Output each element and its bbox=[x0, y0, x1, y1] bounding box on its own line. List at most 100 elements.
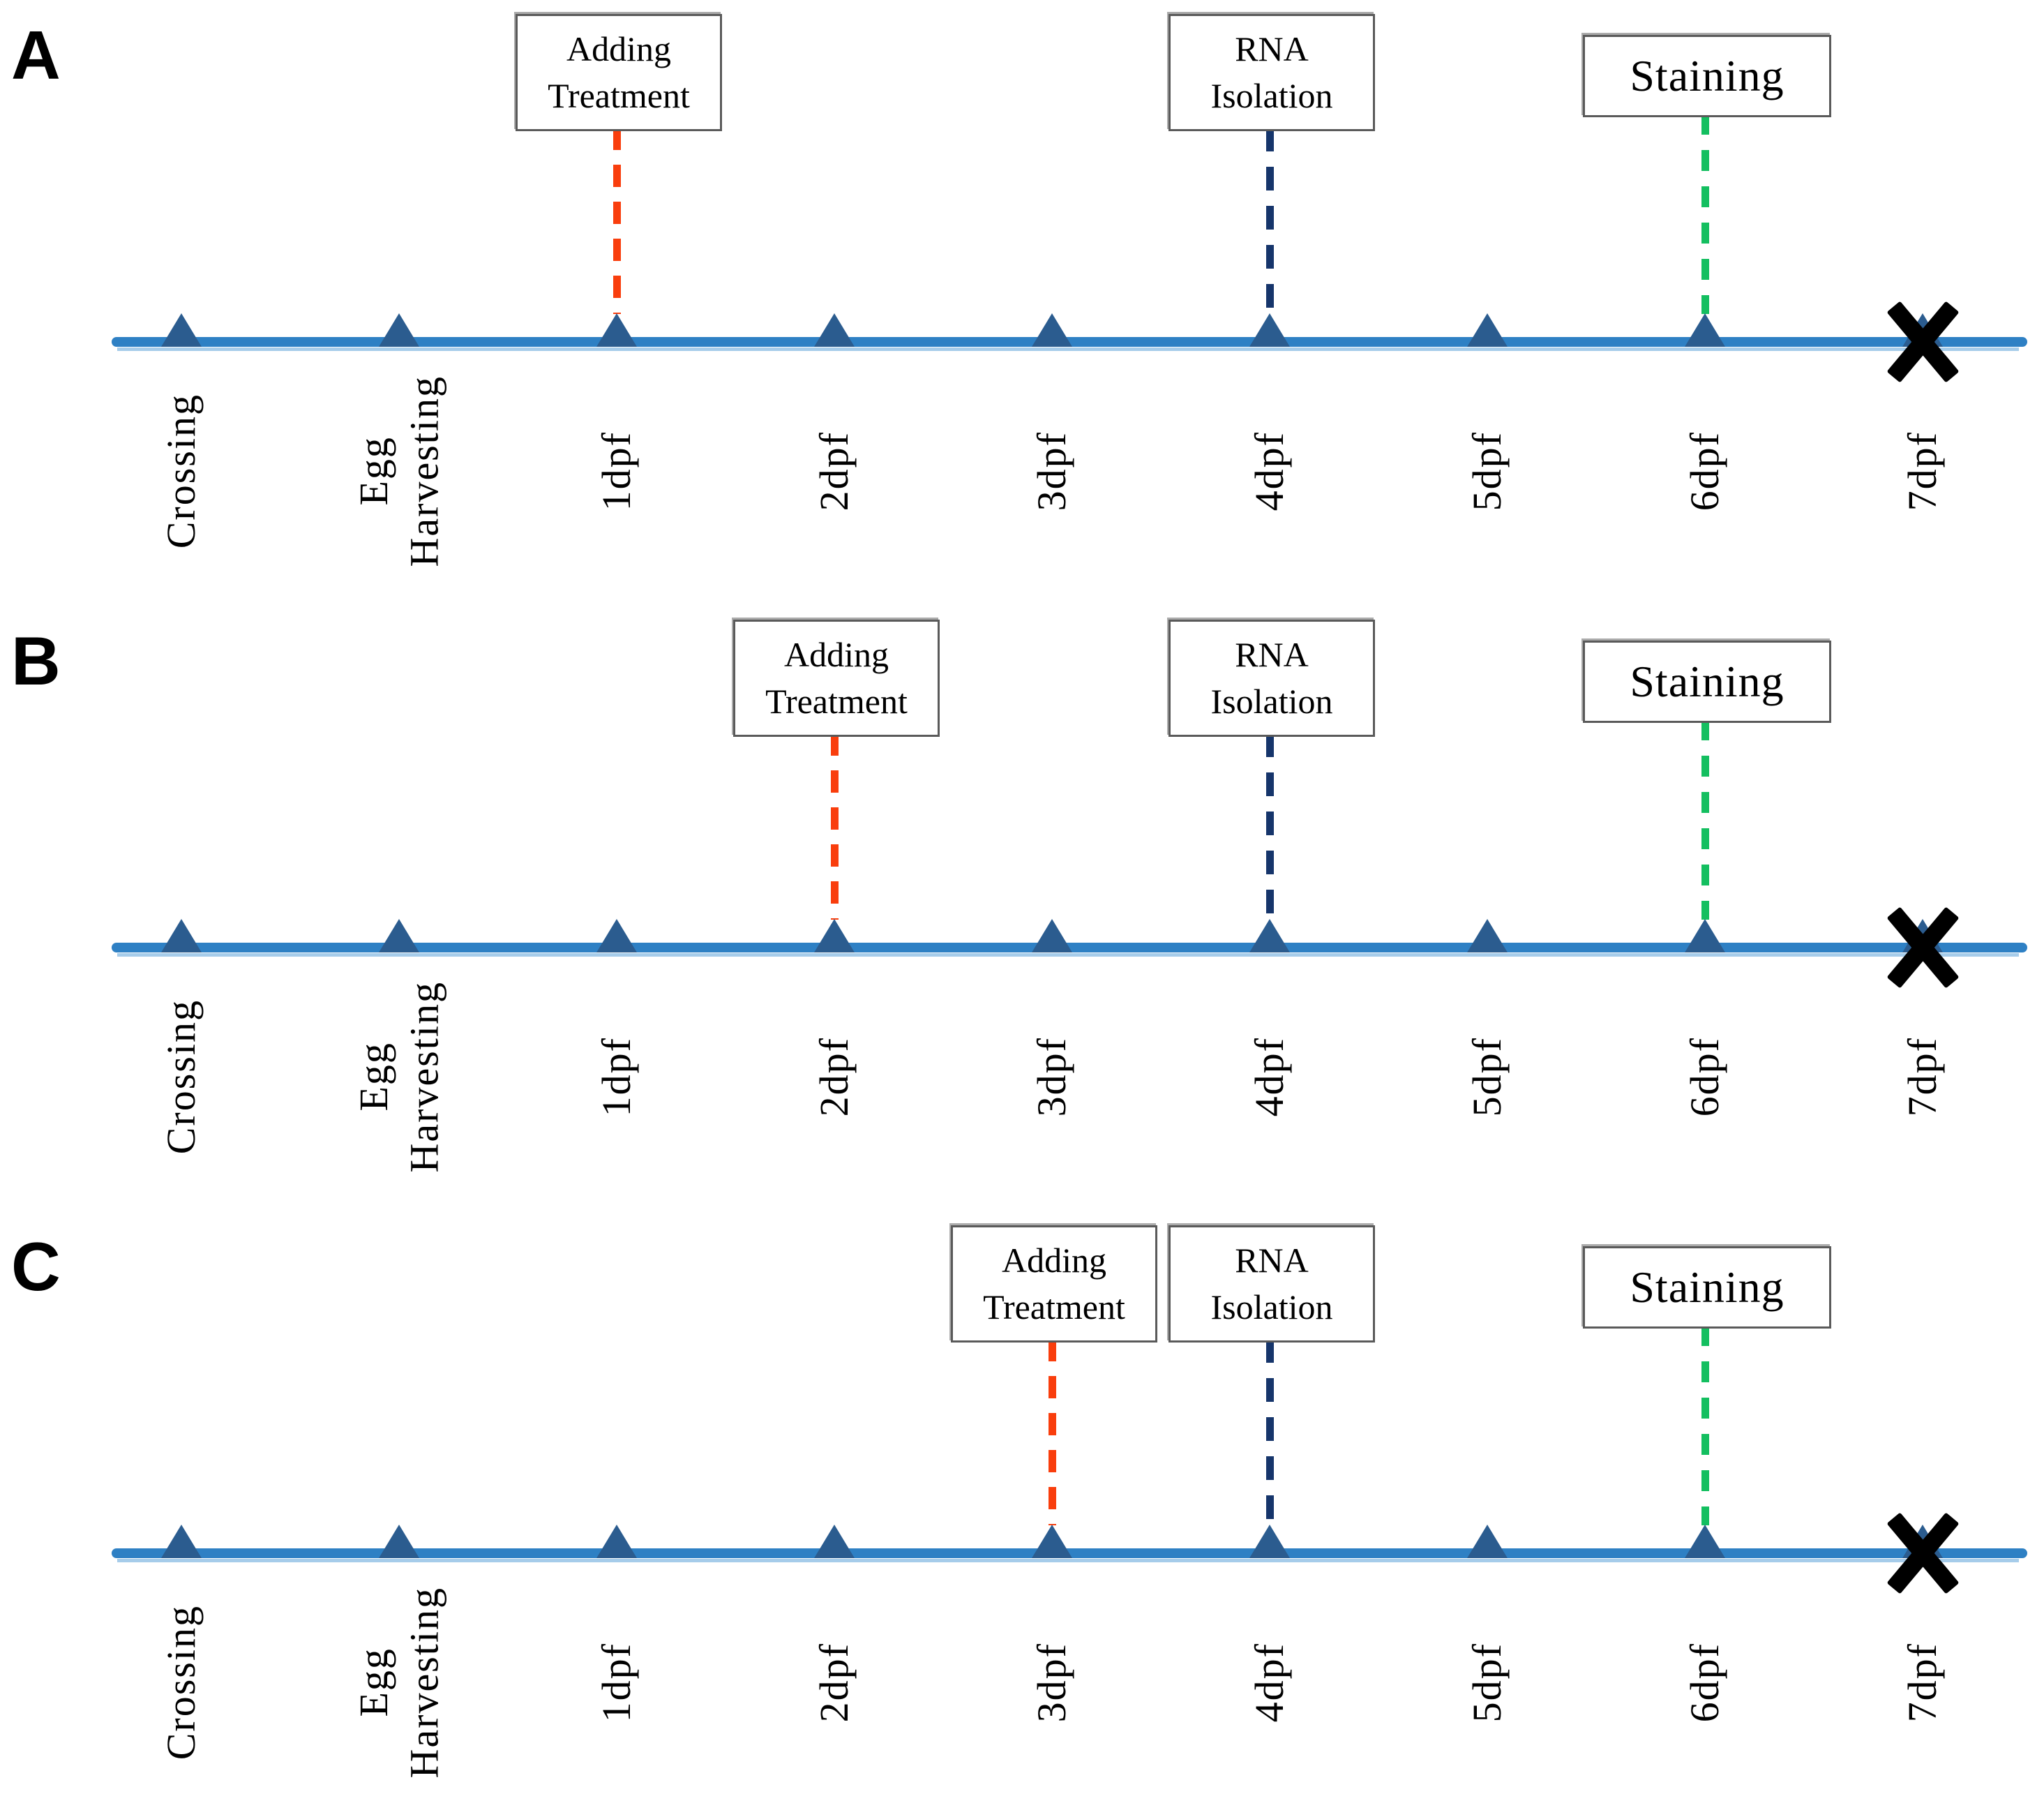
x-mark-icon bbox=[1881, 902, 1964, 994]
tick-label-text: 2dpf bbox=[811, 431, 857, 511]
tick-label-text: 6dpf bbox=[1681, 431, 1727, 511]
tick-marker-icon bbox=[379, 313, 419, 347]
x-mark-icon bbox=[1881, 296, 1964, 388]
tick-marker-icon bbox=[1467, 919, 1508, 952]
tick-label-text: 3dpf bbox=[1028, 1036, 1074, 1117]
tick-marker-icon bbox=[161, 919, 202, 952]
rna-isolation-box: RNA Isolation bbox=[1168, 620, 1375, 737]
adding-treatment-dash-line bbox=[1049, 1339, 1056, 1525]
tick-label-text: 5dpf bbox=[1464, 1036, 1510, 1117]
tick-label-3dpf: 3dpf bbox=[968, 356, 1136, 586]
tick-marker-icon bbox=[596, 1525, 637, 1558]
tick-label-5dpf: 5dpf bbox=[1404, 1567, 1571, 1797]
tick-label-5dpf: 5dpf bbox=[1404, 962, 1571, 1192]
tick-marker-icon bbox=[379, 1525, 419, 1558]
tick-label-text: Crossing bbox=[158, 393, 204, 549]
adding-treatment-label: Adding Treatment bbox=[983, 1240, 1125, 1327]
tick-marker-icon bbox=[379, 919, 419, 952]
tick-marker-icon bbox=[1032, 1525, 1072, 1558]
rna-isolation-label: RNA Isolation bbox=[1210, 634, 1333, 721]
tick-marker-icon bbox=[1249, 1525, 1290, 1558]
staining-box: Staining bbox=[1583, 641, 1831, 723]
panel-a-label: A bbox=[11, 17, 61, 94]
tick-marker-icon bbox=[814, 919, 855, 952]
tick-label-text: Egg Harvesting bbox=[350, 375, 447, 567]
panel-c: C Crossing Egg Harvesting 1dpf 2dpf 3dpf… bbox=[0, 1211, 2044, 1817]
staining-dash-line bbox=[1701, 719, 1709, 920]
tick-label-text: 1dpf bbox=[593, 1642, 639, 1723]
timeline-underline bbox=[117, 1559, 2019, 1562]
tick-label-text: 7dpf bbox=[1899, 431, 1945, 511]
staining-label: Staining bbox=[1630, 50, 1784, 100]
panel-c-label: C bbox=[11, 1228, 61, 1305]
tick-label-egg-harvesting: Egg Harvesting bbox=[315, 1567, 483, 1797]
tick-label-5dpf: 5dpf bbox=[1404, 356, 1571, 586]
rna-isolation-dash-line bbox=[1266, 1339, 1274, 1525]
panel-a: A Crossing Egg Harvesting 1dpf 2dpf 3dpf… bbox=[0, 0, 2044, 606]
adding-treatment-dash-line bbox=[831, 733, 839, 920]
rna-isolation-dash-line bbox=[1266, 733, 1274, 920]
tick-label-text: 5dpf bbox=[1464, 1642, 1510, 1723]
tick-label-text: 1dpf bbox=[593, 1036, 639, 1117]
tick-label-text: 1dpf bbox=[593, 431, 639, 511]
tick-marker-icon bbox=[1032, 919, 1072, 952]
tick-label-6dpf: 6dpf bbox=[1621, 962, 1789, 1192]
tick-label-4dpf: 4dpf bbox=[1186, 356, 1353, 586]
adding-treatment-label: Adding Treatment bbox=[548, 29, 690, 116]
tick-label-text: 4dpf bbox=[1246, 431, 1292, 511]
tick-label-text: 5dpf bbox=[1464, 431, 1510, 511]
tick-marker-icon bbox=[1032, 313, 1072, 347]
tick-label-text: 2dpf bbox=[811, 1036, 857, 1117]
tick-label-text: 6dpf bbox=[1681, 1642, 1727, 1723]
rna-isolation-dash-line bbox=[1266, 128, 1274, 314]
rna-isolation-label: RNA Isolation bbox=[1210, 29, 1333, 116]
tick-marker-icon bbox=[1685, 313, 1725, 347]
tick-label-6dpf: 6dpf bbox=[1621, 356, 1789, 586]
staining-label: Staining bbox=[1630, 656, 1784, 706]
tick-marker-icon bbox=[596, 919, 637, 952]
tick-label-crossing: Crossing bbox=[98, 356, 265, 586]
tick-label-3dpf: 3dpf bbox=[968, 962, 1136, 1192]
x-mark-icon bbox=[1881, 1507, 1964, 1599]
tick-label-text: 7dpf bbox=[1899, 1036, 1945, 1117]
tick-label-text: Crossing bbox=[158, 999, 204, 1155]
tick-label-text: 7dpf bbox=[1899, 1642, 1945, 1723]
tick-label-text: 3dpf bbox=[1028, 431, 1074, 511]
rna-isolation-label: RNA Isolation bbox=[1210, 1240, 1333, 1327]
staining-label: Staining bbox=[1630, 1262, 1784, 1312]
tick-marker-icon bbox=[596, 313, 637, 347]
tick-marker-icon bbox=[1249, 313, 1290, 347]
tick-label-1dpf: 1dpf bbox=[533, 1567, 700, 1797]
tick-label-egg-harvesting: Egg Harvesting bbox=[315, 962, 483, 1192]
adding-treatment-box: Adding Treatment bbox=[733, 620, 940, 737]
tick-label-text: Crossing bbox=[158, 1604, 204, 1760]
adding-treatment-box: Adding Treatment bbox=[951, 1225, 1157, 1343]
staining-dash-line bbox=[1701, 114, 1709, 314]
timeline-underline bbox=[117, 953, 2019, 957]
rna-isolation-box: RNA Isolation bbox=[1168, 14, 1375, 131]
tick-label-3dpf: 3dpf bbox=[968, 1567, 1136, 1797]
adding-treatment-label: Adding Treatment bbox=[765, 634, 908, 721]
tick-label-text: 4dpf bbox=[1246, 1036, 1292, 1117]
staining-box: Staining bbox=[1583, 35, 1831, 117]
tick-label-4dpf: 4dpf bbox=[1186, 962, 1353, 1192]
tick-marker-icon bbox=[161, 1525, 202, 1558]
tick-marker-icon bbox=[814, 313, 855, 347]
tick-marker-icon bbox=[1467, 1525, 1508, 1558]
timeline-underline bbox=[117, 347, 2019, 351]
tick-marker-icon bbox=[161, 313, 202, 347]
tick-label-text: 3dpf bbox=[1028, 1642, 1074, 1723]
panel-b-label: B bbox=[11, 622, 61, 699]
staining-box: Staining bbox=[1583, 1246, 1831, 1329]
tick-marker-icon bbox=[1467, 313, 1508, 347]
tick-marker-icon bbox=[1685, 1525, 1725, 1558]
tick-marker-icon bbox=[1685, 919, 1725, 952]
adding-treatment-box: Adding Treatment bbox=[516, 14, 722, 131]
tick-marker-icon bbox=[814, 1525, 855, 1558]
tick-label-4dpf: 4dpf bbox=[1186, 1567, 1353, 1797]
tick-label-2dpf: 2dpf bbox=[751, 962, 918, 1192]
tick-label-egg-harvesting: Egg Harvesting bbox=[315, 356, 483, 586]
tick-label-crossing: Crossing bbox=[98, 962, 265, 1192]
staining-dash-line bbox=[1701, 1325, 1709, 1525]
